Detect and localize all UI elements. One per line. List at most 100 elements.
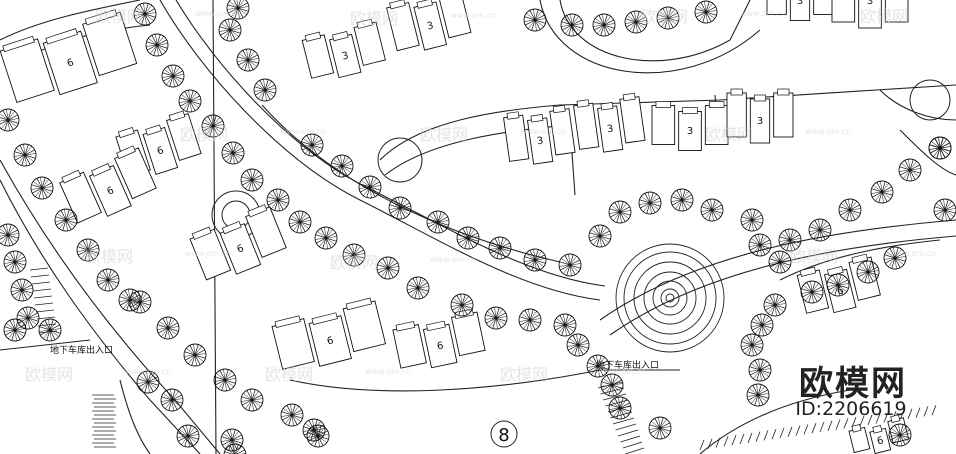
building-3-h-floors: 3 — [867, 0, 873, 7]
tree-21 — [608, 396, 632, 420]
building-3-d: 3 — [573, 92, 646, 153]
zone-number: 8 — [498, 425, 509, 446]
tree-17 — [553, 313, 577, 337]
tree-43 — [898, 158, 922, 182]
garage-entrance-label-left: 地下车库出入口 — [50, 344, 113, 356]
tree-38 — [740, 208, 764, 232]
building-6-h-floors: 6 — [876, 435, 885, 447]
tree-24 — [300, 133, 324, 157]
tree-40 — [808, 218, 832, 242]
tree-86 — [176, 424, 200, 448]
watermark-site-10: www.om.cn — [365, 367, 411, 376]
tree-33 — [588, 224, 612, 248]
tree-18 — [566, 333, 590, 357]
building-3-g-floors: 3 — [797, 0, 803, 7]
watermark-ghost-1: 欧模网 — [95, 7, 143, 26]
watermark-ghost-7: 欧模网 — [330, 253, 378, 272]
tree-50 — [883, 246, 907, 270]
tree-70 — [118, 288, 142, 312]
building-3-h: 3 — [831, 0, 909, 29]
tree-71 — [0, 223, 20, 247]
tree-39 — [778, 228, 802, 252]
tree-8 — [266, 188, 290, 212]
building-6-c-floors: 6 — [105, 185, 115, 198]
tree-67 — [280, 403, 304, 427]
tree-92 — [888, 423, 912, 447]
tree-79 — [592, 13, 616, 37]
tree-75 — [38, 318, 62, 342]
tree-78 — [560, 13, 584, 37]
tree-83 — [218, 18, 242, 42]
tree-31 — [523, 248, 547, 272]
garage-entrance-label-center: 地下车库出入口 — [596, 359, 659, 371]
tree-49 — [856, 260, 880, 284]
tree-89 — [648, 416, 672, 440]
watermark-ghost-9: 欧模网 — [25, 365, 73, 384]
tree-61 — [96, 268, 120, 292]
building-6-c: 6 — [59, 145, 157, 224]
building-3-b-floors: 3 — [426, 20, 435, 32]
building-6-f: 6 — [392, 308, 486, 369]
tree-55 — [746, 383, 770, 407]
watermark-brand: 欧模网 — [799, 364, 907, 404]
tree-25 — [330, 154, 354, 178]
zone-marker-circle — [490, 420, 518, 448]
tree-15 — [484, 306, 508, 330]
building-3-c: 3 — [503, 104, 576, 165]
tree-36 — [670, 188, 694, 212]
tree-56 — [0, 108, 20, 132]
tree-51 — [763, 293, 787, 317]
watermark-id: ID:2206619 — [795, 398, 907, 420]
tree-59 — [54, 208, 78, 232]
tree-26 — [358, 175, 382, 199]
building-3-e: 3 — [651, 101, 729, 151]
tree-2 — [145, 33, 169, 57]
tree-57 — [13, 143, 37, 167]
tree-54 — [748, 358, 772, 382]
tree-41 — [838, 198, 862, 222]
tree-52 — [750, 313, 774, 337]
tree-58 — [30, 176, 54, 200]
watermark-ghost-2: 欧模网 — [350, 9, 398, 28]
tree-6 — [221, 141, 245, 165]
tree-87 — [160, 388, 184, 412]
watermark-site-7: www.om.cn — [430, 255, 476, 264]
watermark-ghost-3: 欧模网 — [180, 125, 228, 144]
tree-90 — [928, 136, 952, 160]
tree-69 — [220, 428, 244, 452]
tree-76 — [3, 318, 27, 342]
tree-16 — [518, 308, 542, 332]
watermark-ghost-12: 欧模网 — [640, 7, 688, 26]
tree-19 — [586, 354, 610, 378]
building-6-h: 6 — [848, 414, 910, 454]
watermark-site-6: www.om.cn — [185, 249, 231, 258]
tree-3 — [161, 64, 185, 88]
watermark-ghost-8: 欧模网 — [790, 247, 838, 266]
tree-5 — [201, 114, 225, 138]
building-6-b-floors: 6 — [156, 145, 165, 157]
tree-81 — [656, 6, 680, 30]
building-6-a: 6 — [0, 9, 138, 103]
tree-12 — [376, 256, 400, 280]
tree-64 — [183, 343, 207, 367]
tree-23 — [253, 78, 277, 102]
labels-layer: 地下车库出入口 地下车库出入口 8 — [50, 344, 659, 448]
tree-30 — [488, 236, 512, 260]
central-plaza — [615, 243, 725, 353]
building-3-f: 3 — [726, 88, 794, 144]
tree-84 — [226, 0, 250, 20]
tree-28 — [426, 210, 450, 234]
tree-82 — [694, 0, 718, 24]
building-6-e: 6 — [271, 297, 387, 370]
tree-47 — [800, 280, 824, 304]
building-3-g: 3 — [766, 0, 834, 21]
tree-88 — [136, 370, 160, 394]
building-6-d: 6 — [189, 204, 287, 281]
watermark-ghost-10: 欧模网 — [265, 365, 313, 384]
building-3-e-floors: 3 — [687, 126, 693, 137]
tree-20 — [600, 373, 624, 397]
tree-13 — [406, 276, 430, 300]
